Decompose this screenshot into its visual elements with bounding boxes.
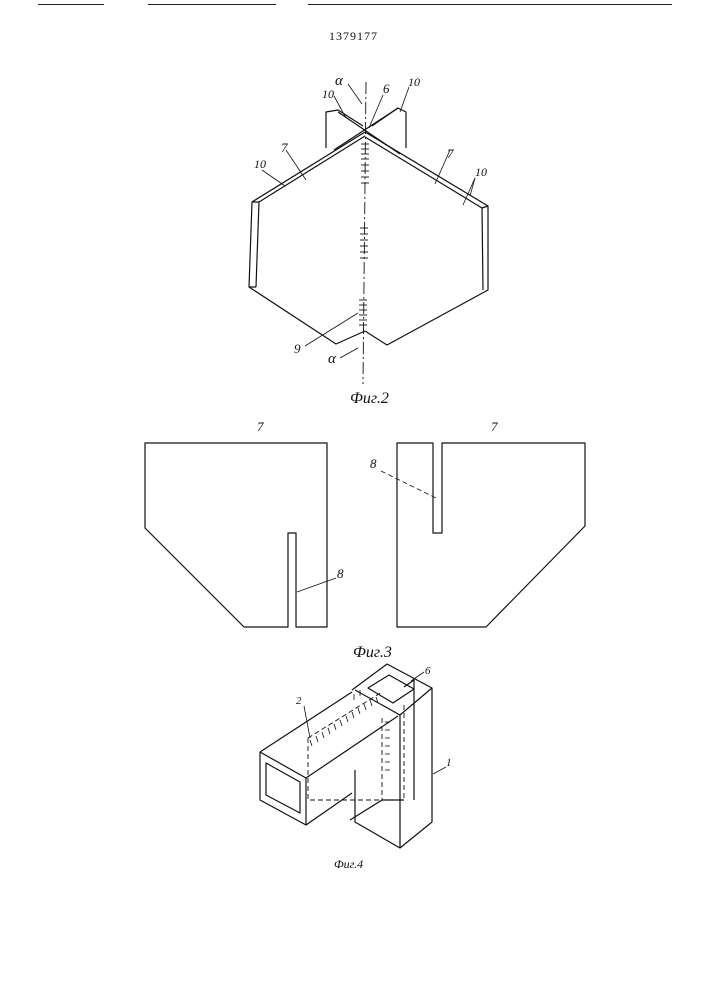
figure-3: 7 7 8 8 Фиг.3 <box>145 419 585 661</box>
label-10-top-left: 10 <box>322 87 334 101</box>
leaders-fig3 <box>297 471 436 592</box>
figure-2: α 6 10 10 7 7 10 10 9 α Фиг.2 <box>249 73 488 407</box>
label-2-fig4: 2 <box>296 695 302 707</box>
label-7-left-fig2: 7 <box>281 140 288 155</box>
label-7-left-fig3: 7 <box>257 419 264 434</box>
label-alpha-bottom: α <box>328 351 337 367</box>
caption-fig4: Фиг.4 <box>334 857 363 871</box>
label-7-right-fig2: 7 <box>447 146 454 161</box>
rib-left-edge-fig2 <box>249 136 365 287</box>
label-alpha-top: α <box>335 73 344 89</box>
post-hollow-top <box>368 675 414 703</box>
figure-4: 6 2 1 Фиг.4 <box>260 664 452 871</box>
label-10-left: 10 <box>254 157 266 171</box>
plate-left-fig3 <box>145 443 327 627</box>
plate-right-fig3 <box>397 443 585 627</box>
label-7-right-fig3: 7 <box>491 419 498 434</box>
caption-fig3: Фиг.3 <box>353 644 392 661</box>
post-fig4 <box>352 664 432 848</box>
leaders-fig4 <box>304 672 446 774</box>
insert-plate-fig4 <box>382 680 414 800</box>
axis-line-fig2 <box>363 82 366 384</box>
plate-left-fig2 <box>249 132 365 344</box>
label-9: 9 <box>294 341 301 356</box>
label-10-right: 10 <box>475 165 487 179</box>
caption-fig2: Фиг.2 <box>350 390 389 407</box>
beam-fig4 <box>260 692 352 825</box>
label-1-fig4: 1 <box>446 757 452 769</box>
label-10-top-right: 10 <box>408 75 420 89</box>
label-8-left-fig3: 8 <box>370 456 377 471</box>
label-8-right-fig3: 8 <box>337 566 344 581</box>
plate-right-fig2 <box>365 132 488 345</box>
rib-right-edge-fig2 <box>365 137 488 290</box>
label-6-fig2: 6 <box>383 81 390 96</box>
label-6-fig4: 6 <box>425 665 431 677</box>
beam-top-edge <box>306 716 398 778</box>
